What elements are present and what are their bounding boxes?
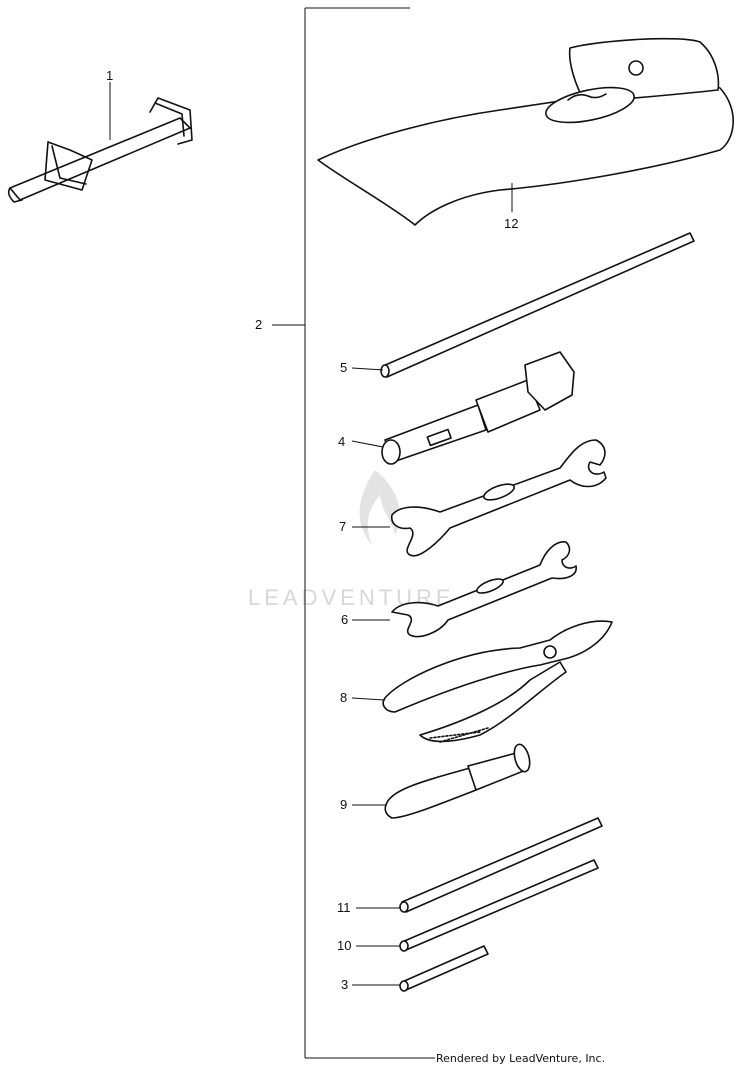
callout-1: 1 <box>106 68 113 83</box>
phillips-bit-part-11 <box>399 817 603 913</box>
tool-set-bracket <box>272 7 435 1059</box>
callout-3: 3 <box>341 977 348 992</box>
wrench-part-7 <box>390 439 607 557</box>
callout-12: 12 <box>504 216 518 231</box>
handle-bar-part-5 <box>380 232 695 378</box>
callout-9: 9 <box>340 797 347 812</box>
pliers-part-8 <box>382 620 613 743</box>
flat-bit-part-10 <box>399 859 599 952</box>
screwdriver-handle-part-9 <box>384 743 531 819</box>
leader-lines <box>351 367 400 986</box>
short-bit-part-3 <box>399 945 489 992</box>
callout-10: 10 <box>337 938 351 953</box>
render-credit: Rendered by LeadVenture, Inc. <box>436 1052 605 1065</box>
callout-4: 4 <box>338 434 345 449</box>
callout-7: 7 <box>339 519 346 534</box>
wrench-part-6 <box>391 541 577 638</box>
tool-bag-part-12 <box>317 37 734 226</box>
callout-6: 6 <box>341 612 348 627</box>
callout-labels: 1 2 3 4 5 6 7 8 9 10 11 12 <box>106 68 518 992</box>
strap-part-1 <box>7 82 193 203</box>
callout-5: 5 <box>340 360 347 375</box>
plug-wrench-part-4 <box>381 351 575 465</box>
callout-2: 2 <box>255 317 262 332</box>
callout-8: 8 <box>340 690 347 705</box>
callout-11: 11 <box>337 900 351 915</box>
